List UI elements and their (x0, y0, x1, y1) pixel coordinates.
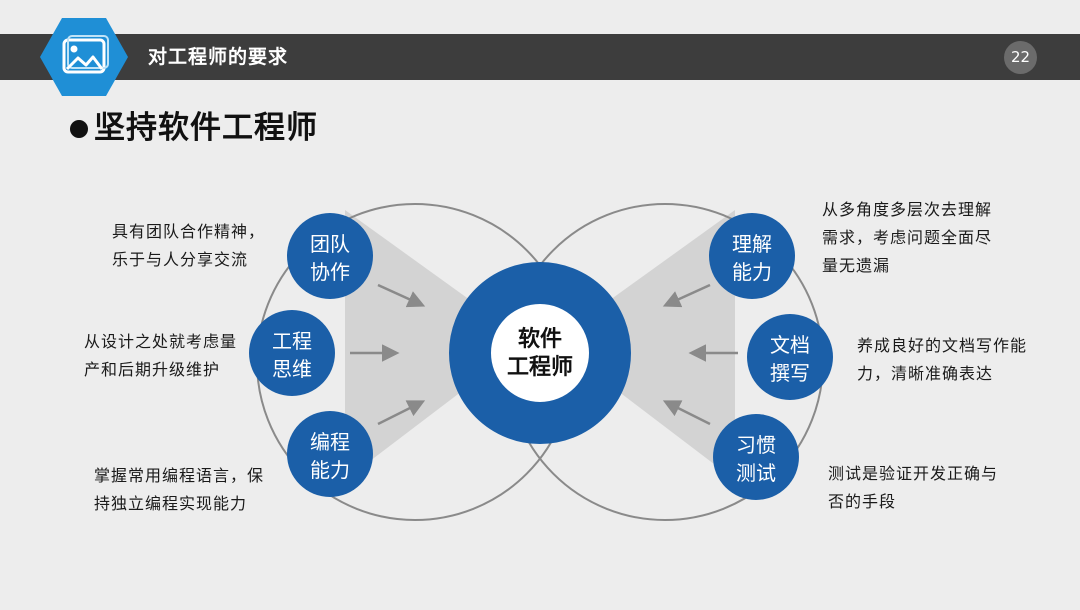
center-label-line2: 工程师 (507, 354, 573, 380)
main-heading: 坚持软件工程师 (94, 110, 318, 146)
slide-title: 对工程师的要求 (148, 46, 289, 68)
bullet-dot (70, 120, 88, 138)
svg-text:理解: 理解 (732, 232, 772, 256)
hexagon-logo (40, 18, 128, 96)
desc-testing-habit: 测试是验证开发正确与 否的手段 (828, 464, 999, 511)
svg-text:能力: 能力 (732, 260, 772, 284)
svg-text:文档: 文档 (770, 333, 810, 357)
desc-comprehension: 从多角度多层次去理解 需求，考虑问题全面尽 量无遗漏 (822, 200, 993, 275)
svg-text:测试: 测试 (736, 461, 776, 485)
svg-text:思维: 思维 (272, 357, 312, 381)
center-label-line1: 软件 (518, 326, 562, 352)
header-bar: 对工程师的要求 (0, 34, 1080, 80)
arrow-right-1 (662, 283, 711, 308)
svg-text:习惯: 习惯 (736, 433, 776, 457)
arrow-right-3 (662, 400, 711, 426)
arrow-left-1 (377, 283, 426, 308)
desc-team-collaboration: 具有团队合作精神， 乐于与人分享交流 (112, 222, 266, 269)
left-wedge (345, 210, 470, 480)
page-number-badge: 22 (1004, 41, 1037, 74)
picture-icon (62, 35, 109, 74)
svg-text:协作: 协作 (310, 260, 350, 284)
svg-text:能力: 能力 (310, 458, 350, 482)
svg-text:工程: 工程 (272, 329, 312, 353)
center-ring (449, 262, 631, 444)
node-testing-habit: 习惯 测试 (713, 414, 799, 500)
arrow-left-3 (377, 400, 426, 426)
node-engineering-thinking: 工程 思维 (249, 310, 335, 396)
svg-text:编程: 编程 (310, 430, 350, 454)
desc-documentation: 养成良好的文档写作能 力，清晰准确表达 (857, 336, 1028, 383)
desc-engineering-thinking: 从设计之处就考虑量 产和后期升级维护 (84, 332, 238, 379)
desc-programming-ability: 掌握常用编程语言，保 持独立编程实现能力 (94, 466, 265, 513)
node-documentation: 文档 撰写 (747, 314, 833, 400)
node-comprehension: 理解 能力 (709, 213, 795, 299)
right-wedge (610, 210, 735, 480)
svg-text:撰写: 撰写 (770, 361, 810, 385)
svg-text:团队: 团队 (310, 232, 350, 256)
node-team-collaboration: 团队 协作 (287, 213, 373, 299)
node-programming-ability: 编程 能力 (287, 411, 373, 497)
